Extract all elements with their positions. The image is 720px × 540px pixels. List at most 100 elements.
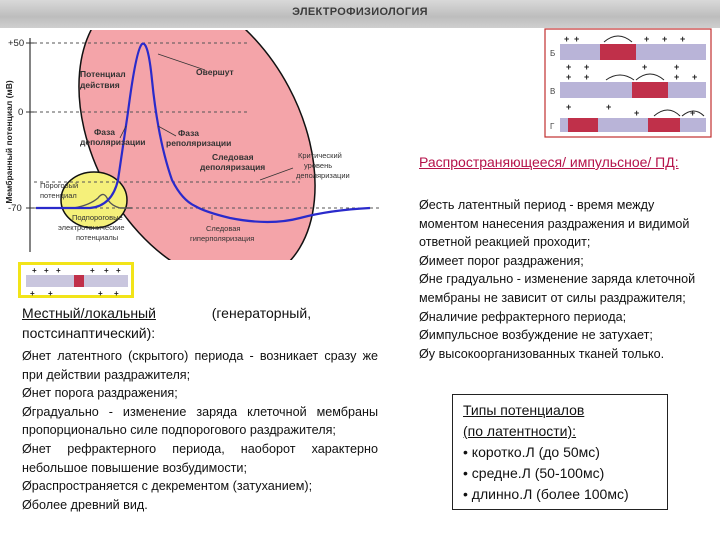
action-potential-diagram: Мембранный потенциал (мВ) +50 0 -70 Поте… bbox=[4, 30, 380, 260]
depol-arrow bbox=[119, 125, 127, 139]
svg-text:+: + bbox=[48, 289, 53, 298]
label-critical-3: деполяризации bbox=[296, 171, 350, 180]
label-subthreshold-3: потенциалы bbox=[76, 233, 118, 242]
label-critical-2: уровень bbox=[304, 161, 332, 170]
label-action-potential-1: Потенциал bbox=[80, 69, 126, 79]
label-depol-phase-2: деполяризации bbox=[80, 137, 146, 147]
list-item: • средне.Л (50-100мс) bbox=[463, 465, 605, 481]
tick-label-minus70: -70 bbox=[8, 203, 22, 214]
propagating-properties-list: Øесть латентный период - время между мом… bbox=[419, 196, 709, 363]
label-trace-hyper-1: Следовая bbox=[206, 224, 240, 233]
svg-text:+: + bbox=[674, 62, 679, 72]
overshoot-arrow bbox=[157, 53, 206, 71]
local-title-line2: постсинаптический): bbox=[22, 325, 156, 341]
current-loop-4 bbox=[653, 109, 681, 117]
svg-text:+: + bbox=[680, 34, 685, 44]
svg-text:+: + bbox=[642, 62, 647, 72]
row-letter-2: В bbox=[550, 87, 555, 96]
svg-text:+: + bbox=[30, 289, 35, 298]
types-title-2: (по латентности): bbox=[463, 423, 577, 439]
svg-text:+: + bbox=[574, 34, 579, 44]
label-trace-depol-2: деполяризация bbox=[200, 162, 265, 172]
label-critical-1: Критический bbox=[298, 151, 342, 160]
list-item: Øимеет порог раздражения; bbox=[419, 253, 584, 268]
local-active-zone bbox=[74, 275, 84, 287]
svg-text:+: + bbox=[116, 266, 121, 275]
subthreshold-curve bbox=[36, 193, 132, 209]
current-loop-5 bbox=[681, 110, 705, 117]
list-item: Øболее древний вид. bbox=[22, 497, 148, 512]
list-item: Øимпульсное возбуждение не затухает; bbox=[419, 328, 653, 343]
local-title-main: Местный/локальный bbox=[22, 305, 156, 321]
active-zone-1 bbox=[600, 44, 636, 60]
critical-arrow bbox=[259, 167, 294, 181]
label-action-potential-2: действия bbox=[80, 80, 120, 90]
list-item: Øраспространяется с декрементом (затухан… bbox=[22, 479, 313, 494]
action-potential-curve bbox=[36, 42, 371, 224]
active-zone-3b bbox=[648, 118, 680, 132]
row-letter-1: Б bbox=[550, 49, 555, 58]
svg-text:+: + bbox=[32, 266, 37, 275]
current-loop-3 bbox=[605, 74, 635, 81]
list-item: Øналичие рефрактерного периода; bbox=[419, 309, 627, 324]
svg-text:+: + bbox=[566, 102, 571, 112]
svg-text:+: + bbox=[114, 289, 119, 298]
local-title-paren: (генераторный, bbox=[211, 305, 312, 321]
label-repol-phase-2: реполяризации bbox=[166, 138, 231, 148]
label-threshold-2: потенциал bbox=[40, 191, 77, 200]
label-threshold-1: Пороговый bbox=[40, 181, 78, 190]
label-subthreshold-2: электротонические bbox=[58, 223, 125, 232]
svg-text:+: + bbox=[690, 108, 695, 118]
latency-types-box: Типы потенциалов (по латентности): • кор… bbox=[452, 394, 668, 510]
page-title: ЭЛЕКТРОФИЗИОЛОГИЯ bbox=[292, 6, 428, 18]
list-item: Øнет рефрактерного периода, наоборот хар… bbox=[22, 441, 378, 475]
label-trace-hyper-2: гиперполяризация bbox=[190, 234, 254, 243]
y-axis-label: Мембранный потенциал (мВ) bbox=[4, 80, 14, 203]
current-loop-1 bbox=[603, 35, 633, 43]
list-item: Øнет латентного (скрытого) периода - воз… bbox=[22, 349, 378, 382]
label-depol-phase-1: Фаза bbox=[94, 127, 115, 137]
list-item: • длинно.Л (более 100мс) bbox=[463, 486, 629, 502]
tick-label-plus50: +50 bbox=[8, 38, 24, 49]
svg-text:+: + bbox=[584, 72, 589, 82]
svg-text:+: + bbox=[98, 289, 103, 298]
header-bar: ЭЛЕКТРОФИЗИОЛОГИЯ bbox=[0, 0, 720, 28]
local-potential-heading: Местный/локальный (генераторный, постсин… bbox=[22, 303, 382, 343]
impulse-propagation-diagram: Б В Г +++++ ++++ ++++ ++++ bbox=[544, 28, 712, 138]
list-item: Øу высокоорганизованных тканей только. bbox=[419, 346, 665, 361]
current-loop-2 bbox=[635, 73, 665, 81]
local-potential-diagram: + + + + + + + + + + bbox=[18, 262, 134, 298]
propagating-potential-heading: Распространяющееся/ импульсное/ ПД: bbox=[419, 154, 679, 170]
list-item: Øградуально - изменение заряда клеточной… bbox=[22, 404, 378, 438]
svg-text:+: + bbox=[56, 266, 61, 275]
list-item: • коротко.Л (до 50мс) bbox=[463, 444, 600, 460]
types-title-1: Типы потенциалов bbox=[463, 402, 585, 418]
tick-label-zero: 0 bbox=[18, 107, 23, 118]
svg-text:+: + bbox=[644, 34, 649, 44]
threshold-ellipse bbox=[60, 171, 128, 229]
svg-text:+: + bbox=[692, 72, 697, 82]
list-item: Øне градуально - изменение заряда клеточ… bbox=[419, 272, 696, 305]
svg-text:+: + bbox=[44, 266, 49, 275]
svg-text:+: + bbox=[566, 72, 571, 82]
svg-text:+: + bbox=[564, 34, 569, 44]
active-zone-3a bbox=[568, 118, 598, 132]
svg-text:+: + bbox=[662, 34, 667, 44]
repol-arrow bbox=[157, 125, 177, 137]
svg-text:+: + bbox=[90, 266, 95, 275]
local-properties-list: Øнет латентного (скрытого) периода - воз… bbox=[22, 347, 378, 514]
svg-text:+: + bbox=[606, 102, 611, 112]
label-overshoot: Овершут bbox=[196, 67, 234, 77]
row-letter-3: Г bbox=[550, 122, 555, 131]
svg-text:+: + bbox=[104, 266, 109, 275]
svg-text:+: + bbox=[584, 62, 589, 72]
label-repol-phase-1: Фаза bbox=[178, 128, 199, 138]
svg-text:+: + bbox=[634, 108, 639, 118]
label-subthreshold-1: Подпороговые bbox=[72, 213, 123, 222]
svg-text:+: + bbox=[674, 72, 679, 82]
list-item: Øнет порога раздражения; bbox=[22, 386, 178, 401]
label-trace-depol-1: Следовая bbox=[212, 152, 254, 162]
svg-text:+: + bbox=[566, 62, 571, 72]
active-zone-2 bbox=[632, 82, 668, 98]
list-item: Øесть латентный период - время между мом… bbox=[419, 198, 690, 250]
